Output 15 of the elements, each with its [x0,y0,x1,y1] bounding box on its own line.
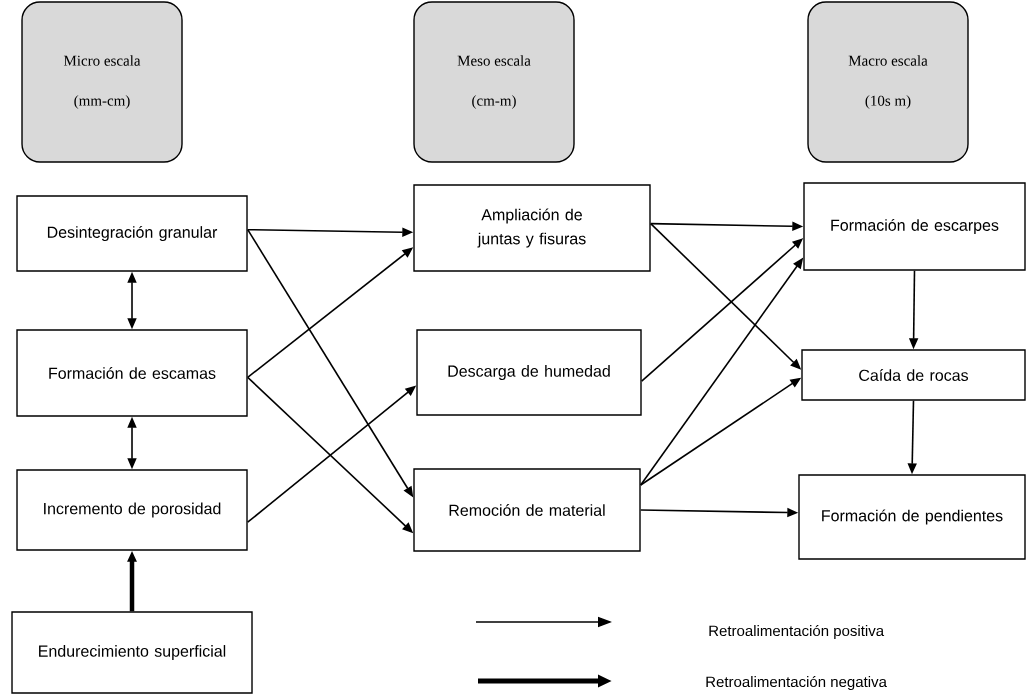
scale-box: Micro escala (mm-cm) [21,1,183,163]
process-box: Descarga de humedad [416,329,642,416]
process-box: Incremento de porosidad [16,469,248,551]
process-box: Formación de escarpes [803,182,1026,271]
process-box: Caída de rocas [801,349,1026,401]
scale-box: Macro escala (10s m) [807,1,969,163]
legend-label: Retroalimentación positiva [709,624,885,640]
process-box: Desintegración granular [16,195,248,272]
process-box: Formación de escamas [16,329,248,417]
scale-box: Meso escala (cm-m) [413,1,575,163]
process-box: Formación de pendientes [798,474,1026,560]
legend-label: Retroalimentación negativa [706,675,887,691]
process-box: Remoción de material [413,468,641,552]
process-box: Ampliación de juntas y fisuras [413,184,651,272]
process-box: Endurecimiento superficial [11,611,253,694]
